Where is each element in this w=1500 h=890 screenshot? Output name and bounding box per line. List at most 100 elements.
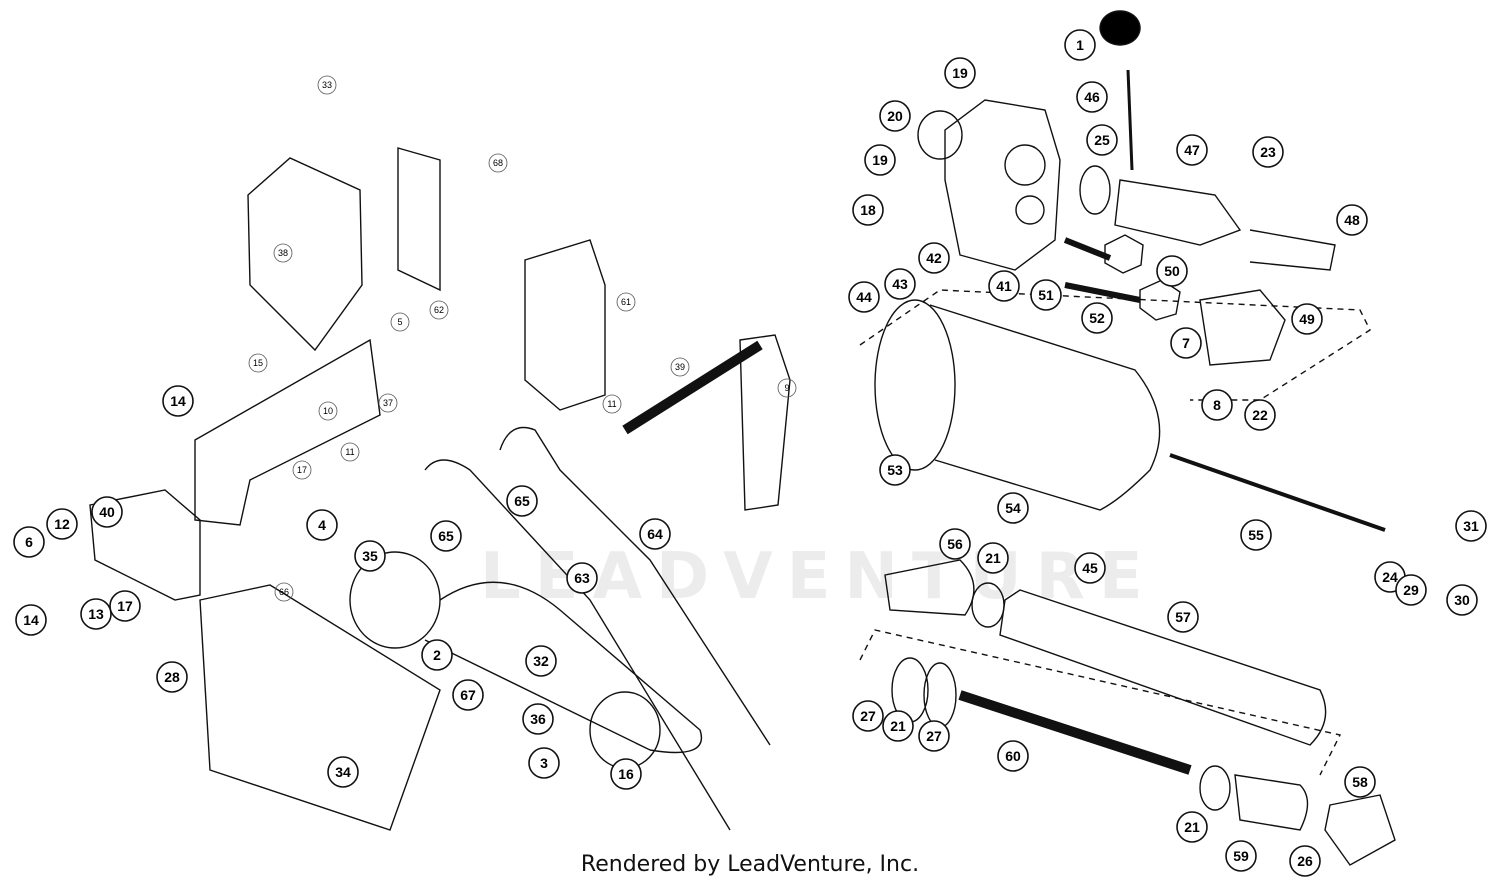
callout-circle bbox=[1240, 519, 1272, 551]
callout-circle bbox=[879, 100, 911, 132]
callout-circle-small bbox=[777, 378, 797, 398]
callout-number: 6 bbox=[25, 534, 33, 550]
callout-number: 31 bbox=[1463, 518, 1479, 534]
callout-circle bbox=[977, 542, 1009, 574]
callout-number: 29 bbox=[1403, 582, 1419, 598]
housing-bore bbox=[1015, 195, 1045, 225]
rod-39 bbox=[622, 340, 763, 435]
callout-number-small: 5 bbox=[397, 317, 402, 327]
callout-circle bbox=[918, 720, 950, 752]
callout-number: 51 bbox=[1038, 287, 1054, 303]
callout-number: 44 bbox=[856, 289, 872, 305]
callout-number: 28 bbox=[164, 669, 180, 685]
callout-circle-small bbox=[670, 357, 690, 377]
callout-circle bbox=[882, 710, 914, 742]
callout-number: 52 bbox=[1089, 310, 1105, 326]
callout-circle bbox=[1074, 552, 1106, 584]
callout-circle bbox=[327, 756, 359, 788]
callout-number: 63 bbox=[574, 570, 590, 586]
callout-circle bbox=[1176, 134, 1208, 166]
callout-circle bbox=[306, 509, 338, 541]
callout-circle-small bbox=[273, 243, 293, 263]
ring-20 bbox=[917, 110, 963, 160]
callout-circle bbox=[156, 661, 188, 693]
oring-21 bbox=[1199, 765, 1231, 811]
callout-circle bbox=[1395, 574, 1427, 606]
callout-number: 58 bbox=[1352, 774, 1368, 790]
bracket-37 bbox=[194, 338, 381, 526]
callout-number-small: 39 bbox=[675, 362, 685, 372]
callout-circle-small bbox=[378, 393, 398, 413]
callout-circle bbox=[1167, 601, 1199, 633]
plate-40 bbox=[89, 489, 201, 601]
callout-circle bbox=[430, 520, 462, 552]
callout-number: 50 bbox=[1164, 263, 1180, 279]
callout-circle bbox=[1170, 327, 1202, 359]
callout-number: 57 bbox=[1175, 609, 1191, 625]
callout-circle bbox=[1176, 811, 1208, 843]
gland-59 bbox=[1234, 774, 1309, 831]
callout-circle bbox=[1244, 399, 1276, 431]
rod-46 bbox=[1126, 69, 1134, 171]
callout-number: 67 bbox=[460, 687, 476, 703]
tank-54 bbox=[929, 304, 1161, 511]
callout-number: 42 bbox=[926, 250, 942, 266]
callout-number: 12 bbox=[54, 516, 70, 532]
callout-number: 7 bbox=[1182, 335, 1190, 351]
callout-number-small: 10 bbox=[323, 406, 333, 416]
callout-number: 17 bbox=[117, 598, 133, 614]
pulley-34 bbox=[589, 691, 661, 769]
callout-circle bbox=[852, 194, 884, 226]
callout-circle bbox=[1252, 136, 1284, 168]
callout-number: 19 bbox=[872, 152, 888, 168]
piston-rod-60 bbox=[958, 690, 1192, 775]
callout-circle bbox=[1156, 255, 1188, 287]
callout-circle bbox=[109, 590, 141, 622]
callout-circle bbox=[528, 747, 560, 779]
callout-circle-small bbox=[429, 300, 449, 320]
callout-number: 26 bbox=[1297, 853, 1313, 869]
spring-48 bbox=[1249, 229, 1336, 271]
callout-circle bbox=[884, 268, 916, 300]
gear-50 bbox=[1104, 234, 1144, 274]
callout-number: 24 bbox=[1382, 569, 1398, 585]
callout-number: 54 bbox=[1005, 500, 1021, 516]
callout-number-small: 38 bbox=[278, 248, 288, 258]
callout-circle bbox=[1086, 124, 1118, 156]
callout-circle bbox=[452, 679, 484, 711]
callout-number: 35 bbox=[362, 548, 378, 564]
belt-32 bbox=[424, 581, 703, 754]
callout-number: 2 bbox=[433, 647, 441, 663]
pump-housing bbox=[944, 99, 1061, 271]
plate-61 bbox=[524, 239, 606, 411]
callout-circle bbox=[879, 454, 911, 486]
tube-57 bbox=[999, 589, 1327, 746]
callout-number-small: 37 bbox=[383, 398, 393, 408]
callout-circle bbox=[1344, 766, 1376, 798]
callout-number: 40 bbox=[99, 504, 115, 520]
callout-circle bbox=[421, 639, 453, 671]
rod-55 bbox=[1169, 453, 1386, 532]
callout-circle-small bbox=[318, 401, 338, 421]
callout-number-small: 33 bbox=[322, 80, 332, 90]
callout-number: 25 bbox=[1094, 132, 1110, 148]
callout-number: 47 bbox=[1184, 142, 1200, 158]
callout-circle bbox=[639, 518, 671, 550]
callout-number: 60 bbox=[1005, 748, 1021, 764]
callout-number: 21 bbox=[890, 718, 906, 734]
callout-number: 30 bbox=[1454, 592, 1470, 608]
callout-number: 14 bbox=[23, 612, 39, 628]
callout-circle bbox=[1336, 204, 1368, 236]
callout-number: 64 bbox=[647, 526, 663, 542]
callout-number-small: 17 bbox=[297, 465, 307, 475]
callout-circle bbox=[1291, 303, 1323, 335]
callout-number: 19 bbox=[952, 65, 968, 81]
oring-21 bbox=[971, 582, 1005, 628]
callout-circle-small bbox=[317, 75, 337, 95]
callout-circle-small bbox=[488, 153, 508, 173]
callout-number: 32 bbox=[533, 653, 549, 669]
callout-circle bbox=[1201, 389, 1233, 421]
oring-25 bbox=[1079, 165, 1111, 215]
